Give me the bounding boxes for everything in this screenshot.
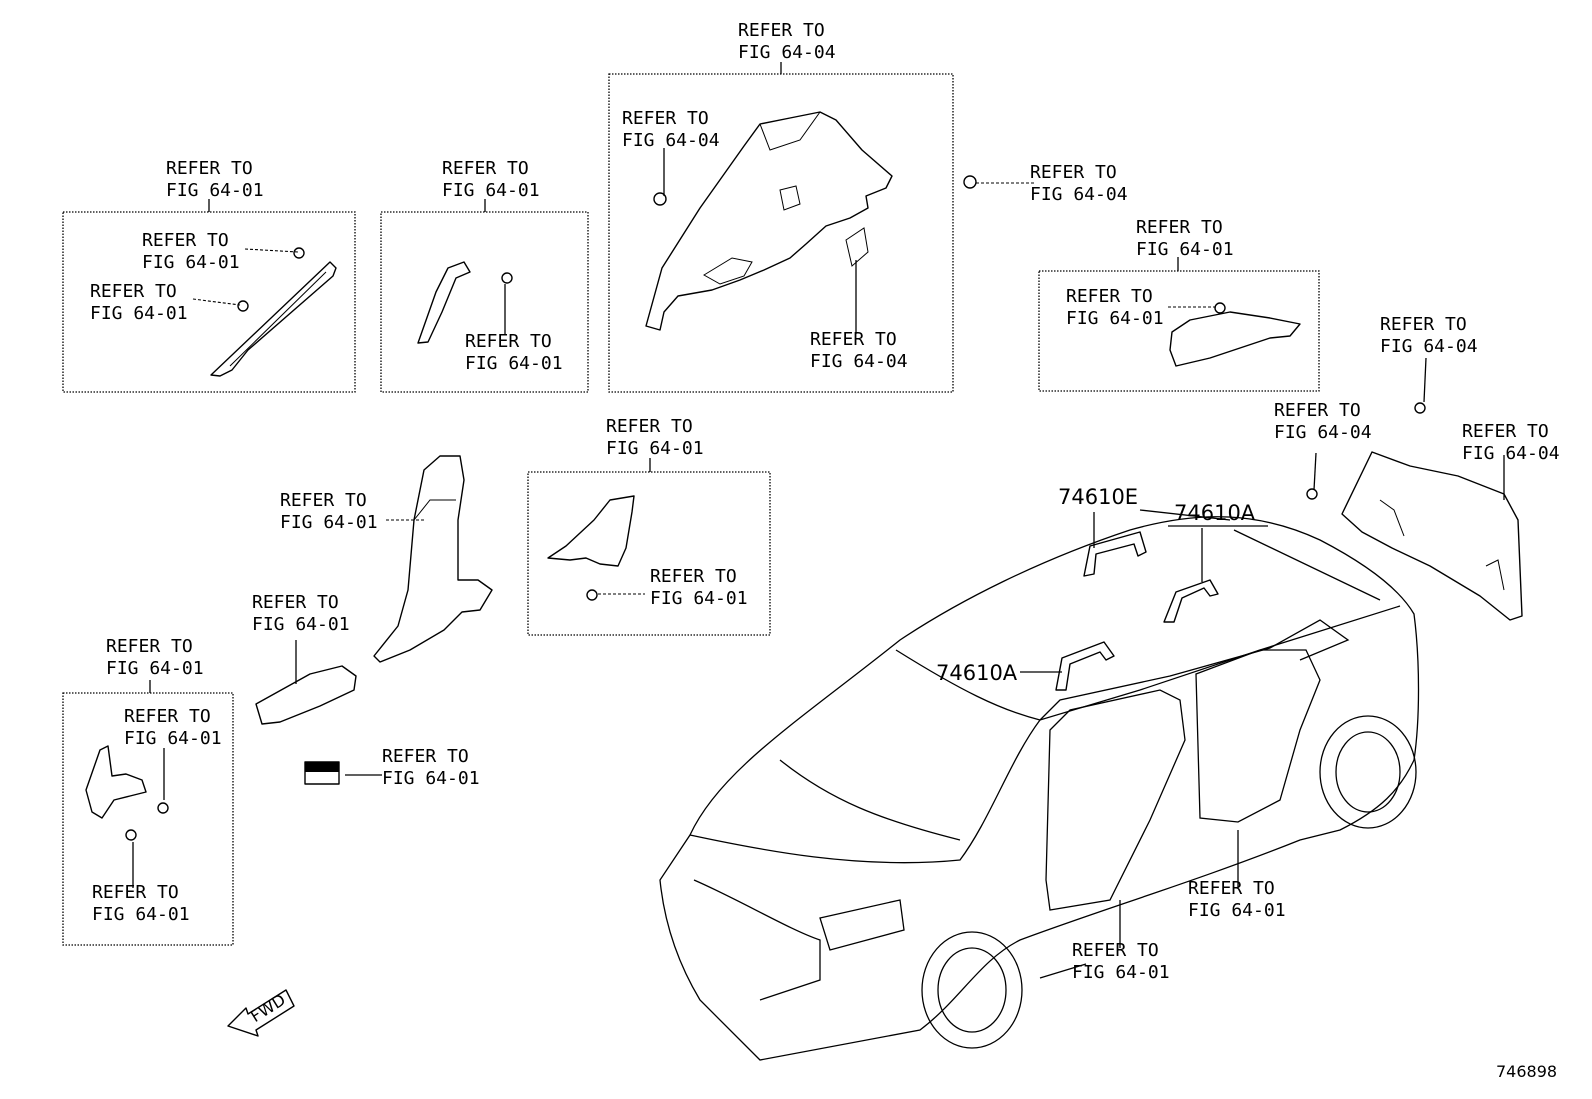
deck-trim-side [1169,302,1301,367]
label-refer-to: REFER TO [90,281,177,302]
label-refer-to: REFER TO [106,636,193,657]
label-fig-64-01: FIG 64-01 [106,658,204,679]
label-fig-64-04: FIG 64-04 [1030,184,1128,205]
label-refer-to: REFER TO [738,20,825,41]
label-refer-to: REFER TO [252,592,339,613]
clip-icon [1214,302,1226,314]
label-refer-to: REFER TO [142,230,229,251]
label-fig-64-01: FIG 64-01 [382,768,480,789]
label-refer-to: REFER TO [810,329,897,350]
label-fig-64-01: FIG 64-01 [1136,239,1234,260]
label-refer-to: REFER TO [1030,162,1117,183]
box-a-pillar [62,211,356,393]
label-fig-64-01: FIG 64-01 [280,512,378,533]
label-fig-64-01: FIG 64-01 [166,180,264,201]
kick-panel [85,745,169,841]
label-fig-64-01: FIG 64-01 [124,728,222,749]
label-fig-64-04: FIG 64-04 [1274,422,1372,443]
label-refer-to: REFER TO [1188,878,1275,899]
label-refer-to: REFER TO [1136,217,1223,238]
label-fig-64-01: FIG 64-01 [606,438,704,459]
assist-grip-74610A-lower [1055,641,1115,691]
label-refer-to: REFER TO [622,108,709,129]
label-refer-to: REFER TO [1072,940,1159,961]
clip-icon [1306,402,1426,500]
vehicle-outline [659,516,1420,1061]
label-fig-64-01: FIG 64-01 [1188,900,1286,921]
figure-id: 746898 [1496,1062,1557,1081]
label-refer-to: REFER TO [1462,421,1549,442]
label-fig-64-01: FIG 64-01 [252,614,350,635]
box-deck-trim [1038,270,1320,392]
label-refer-to: REFER TO [92,882,179,903]
part-number-74610A-upper: 74610A [1174,501,1256,525]
a-pillar-garnish [210,247,337,377]
scuff-plate [255,665,357,725]
label-refer-to: REFER TO [1066,286,1153,307]
label-refer-to: REFER TO [442,158,529,179]
label-fig-64-01: FIG 64-01 [142,252,240,273]
label-fig-64-04: FIG 64-04 [1380,336,1478,357]
label-refer-to: REFER TO [124,706,211,727]
label-refer-to: REFER TO [650,566,737,587]
b-pillar-garnish [373,455,493,663]
part-number-74610A-lower: 74610A [936,661,1018,685]
label-refer-to: REFER TO [382,746,469,767]
assist-grip-74610E [1083,531,1147,577]
quarter-inner-panel [645,111,977,331]
clip-icon [125,802,169,841]
clip-icon [501,272,513,284]
fwd-arrow-icon: FWD [227,989,295,1037]
label-fig-64-01: FIG 64-01 [92,904,190,925]
part-number-74610E: 74610E [1058,485,1138,509]
label-fig-64-04: FIG 64-04 [622,130,720,151]
label-refer-to: REFER TO [1274,400,1361,421]
label-fig-64-01: FIG 64-01 [1072,962,1170,983]
label-fig-64-01: FIG 64-01 [90,303,188,324]
a-pillar-lower-garnish [417,261,513,344]
assist-grip-74610A-upper [1163,579,1219,623]
label-fig-64-01: FIG 64-01 [465,353,563,374]
switch-block [304,761,340,785]
label-refer-to: REFER TO [166,158,253,179]
label-refer-to: REFER TO [606,416,693,437]
label-fig-64-04: FIG 64-04 [1462,443,1560,464]
box-kick-panel [62,692,234,946]
label-fig-64-04: FIG 64-04 [738,42,836,63]
label-fig-64-04: FIG 64-04 [810,351,908,372]
deck-trim-cover [1306,402,1523,621]
label-fig-64-01: FIG 64-01 [442,180,540,201]
leader-lines [132,62,1505,979]
label-refer-to: REFER TO [280,490,367,511]
clip-icon [586,589,598,601]
label-fig-64-01: FIG 64-01 [1066,308,1164,329]
clip-icon [237,247,305,312]
b-pillar-cover [547,495,635,601]
label-refer-to: REFER TO [1380,314,1467,335]
label-fig-64-01: FIG 64-01 [650,588,748,609]
label-refer-to: REFER TO [465,331,552,352]
clip-icon [653,175,977,206]
box-b-pillar-cover [527,471,771,636]
